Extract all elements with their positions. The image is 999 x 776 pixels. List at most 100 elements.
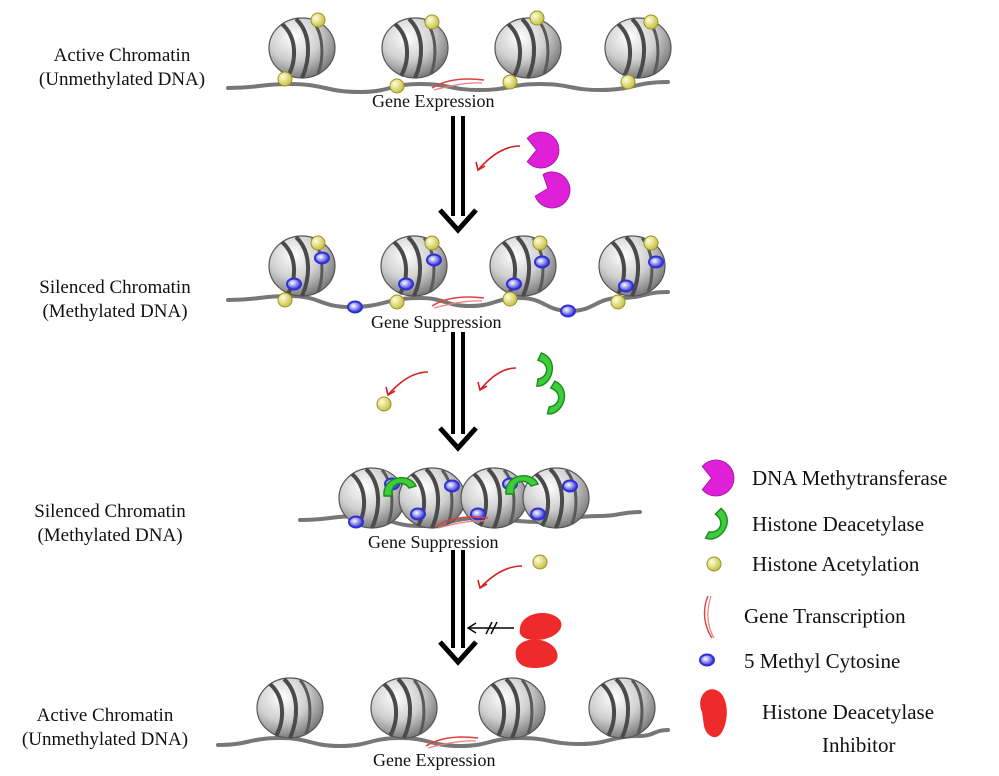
dna-wrap	[486, 467, 503, 529]
inhibitor-piece	[515, 639, 558, 668]
methyl-mark	[506, 277, 522, 291]
stage-3-label: Silenced Chromatin (Methylated DNA)	[0, 500, 220, 548]
acetyl-mark	[643, 14, 659, 30]
arrow-curve	[479, 565, 523, 589]
dnmt-action-arrow	[475, 145, 521, 172]
arrow-head	[438, 426, 478, 452]
dna-wrap	[630, 679, 644, 735]
dna-wrap	[294, 17, 311, 79]
transcript-strand	[437, 520, 487, 529]
transcript-strand	[433, 300, 483, 309]
nucleosome-4-4	[588, 677, 656, 739]
stage-4-line1: Active Chromatin	[36, 705, 174, 726]
inhibition-tip	[466, 622, 477, 634]
arrow-curve	[479, 367, 517, 391]
dnmt-enzyme-2	[534, 171, 571, 209]
gene-label-3: Gene Suppression	[368, 532, 499, 552]
inhibitor-legend-icon	[700, 689, 727, 738]
gene-label-2: Gene Suppression	[371, 312, 502, 332]
nucleosome-4-1	[256, 677, 324, 739]
arrow-tip	[477, 579, 488, 590]
methyl-mark	[398, 277, 414, 291]
dna-wrap	[501, 240, 517, 295]
arrow-tip	[475, 161, 486, 172]
dna-wrap	[502, 469, 516, 525]
nucleosome-1-4	[604, 17, 672, 79]
dna-wrap	[280, 240, 296, 295]
methyl-mark	[648, 255, 664, 269]
acetyl-mark	[310, 12, 326, 28]
stage-4-line2: (Unmethylated DNA)	[21, 729, 189, 750]
transcription-mark	[431, 296, 485, 309]
methyl-mark	[410, 507, 426, 521]
stage-3-line1: Silenced Chromatin	[34, 501, 186, 522]
arrow-tip	[477, 381, 488, 392]
transcript-strand	[707, 595, 715, 639]
dna-wrap	[364, 467, 381, 529]
methyl-mark	[562, 479, 578, 493]
arrow-curve	[387, 371, 429, 396]
methyl-mark	[530, 507, 546, 521]
stage-2-line1: Silenced Chromatin	[39, 277, 191, 298]
dna-wrap	[506, 22, 522, 77]
transcription-mark	[431, 78, 485, 91]
dna-wrap	[472, 472, 488, 527]
block-mark	[490, 621, 498, 635]
dna-wrap	[600, 682, 616, 737]
methyl-mark	[347, 300, 363, 314]
transcript-strand	[431, 78, 485, 89]
acetyl-mark	[389, 78, 405, 94]
hdac-enzyme-2	[546, 380, 566, 415]
stage-1-line1: Active Chromatin	[53, 45, 191, 66]
transition-arrow-2	[438, 332, 478, 452]
nucleosome-2-4	[598, 235, 666, 297]
acetyl-mark	[310, 235, 326, 251]
acetyl-mark	[502, 291, 518, 307]
nucleosome-1-1	[268, 17, 336, 79]
acetyl-mark-restored	[532, 554, 548, 570]
acetyl-mark	[532, 235, 548, 251]
dna-wrap	[410, 472, 426, 527]
acetyl-mark	[610, 294, 626, 310]
acetyl-removal-arrow	[385, 371, 429, 397]
dna-wrap	[392, 240, 408, 295]
transcript-strand	[703, 595, 713, 639]
acetyl-restore-arrow	[477, 565, 523, 590]
stage-1-line2: (Unmethylated DNA)	[38, 69, 206, 90]
transcript-strand	[433, 82, 483, 91]
hdac-bound-1	[383, 477, 417, 497]
transcript-strand	[427, 740, 477, 749]
stage-3-line2: (Methylated DNA)	[37, 525, 183, 546]
arrow-curve	[477, 145, 521, 171]
dna-wrap	[504, 677, 521, 739]
transition-arrow-3	[438, 550, 478, 666]
arrow-head	[438, 208, 478, 234]
dna-wrap	[406, 235, 423, 297]
transcription-legend-icon	[703, 595, 715, 639]
hdac-action-arrow	[477, 367, 517, 392]
dna-wrap	[393, 22, 409, 77]
dna-wrap	[294, 235, 311, 297]
transcript-strand	[431, 296, 485, 307]
dna-wrap	[548, 467, 565, 529]
dna-wrap	[624, 235, 641, 297]
gene-label-1: Gene Expression	[372, 91, 495, 111]
nucleosome-4-3	[478, 677, 546, 739]
hdac-legend-icon	[704, 507, 728, 540]
dna-wrap	[534, 472, 550, 527]
dna-wrap	[490, 682, 506, 737]
inhibitor-piece	[519, 613, 562, 640]
acetyl-mark	[643, 235, 659, 251]
block-mark	[485, 621, 493, 635]
nucleosome-1-2	[381, 17, 449, 79]
acetyl-mark	[529, 10, 545, 26]
dna-strand-2	[226, 290, 670, 314]
stage-2-label: Silenced Chromatin (Methylated DNA)	[0, 276, 230, 324]
acetyl-legend-icon	[706, 556, 722, 572]
methyl-mark	[348, 515, 364, 529]
dna-wrap	[424, 467, 441, 529]
dna-strand-1	[226, 80, 670, 95]
arrow-tip	[385, 386, 396, 397]
dna-wrap	[610, 240, 626, 295]
